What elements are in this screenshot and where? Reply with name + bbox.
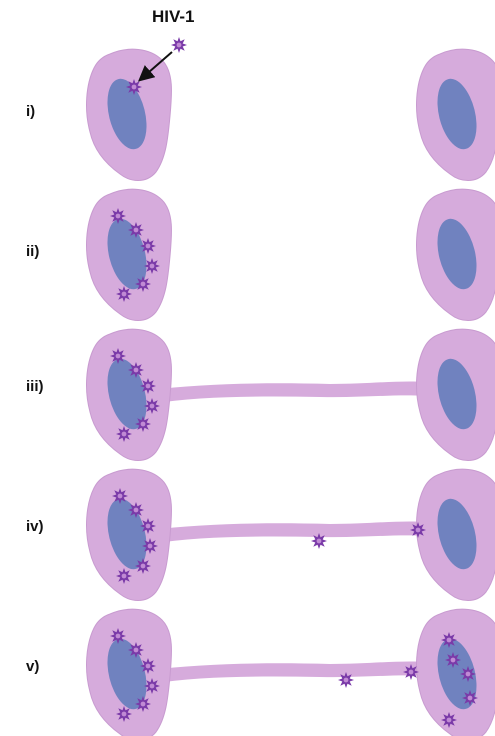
virus-particle xyxy=(140,658,156,674)
virus-particle xyxy=(128,502,144,518)
virus-particle xyxy=(140,238,156,254)
virus-particle xyxy=(116,568,132,584)
stage-label-iii: iii) xyxy=(26,379,44,394)
virus-particle xyxy=(144,398,160,414)
virus-particle xyxy=(140,378,156,394)
stage-label-i: i) xyxy=(26,104,35,119)
virus-particle xyxy=(128,222,144,238)
virus-particle xyxy=(171,37,187,53)
virus-particle xyxy=(311,533,327,549)
stage-row-2 xyxy=(87,189,495,320)
virus-particle xyxy=(338,672,354,688)
virus-particle xyxy=(140,518,156,534)
virus-particle xyxy=(142,538,158,554)
virus-particle xyxy=(460,666,476,682)
virus-particle xyxy=(441,712,457,728)
virus-particle xyxy=(135,558,151,574)
virus-particle xyxy=(135,416,151,432)
virus-particle xyxy=(116,706,132,722)
virus-particle xyxy=(144,258,160,274)
stage-row-4 xyxy=(87,469,495,600)
virus-particle xyxy=(445,652,461,668)
virus-particle xyxy=(116,286,132,302)
virus-particle xyxy=(128,362,144,378)
stage-row-5 xyxy=(87,609,495,736)
stage-row-1 xyxy=(87,49,495,180)
virus-particle xyxy=(410,522,426,538)
stage-label-iv: iv) xyxy=(26,519,44,534)
virus-particle xyxy=(126,79,142,95)
tunneling-nanotube xyxy=(150,661,425,684)
virus-particle xyxy=(144,678,160,694)
virus-particle xyxy=(116,426,132,442)
virus-particle xyxy=(110,628,126,644)
stage-label-ii: ii) xyxy=(26,244,39,259)
virus-particle xyxy=(403,664,419,680)
virus-particle xyxy=(112,488,128,504)
tunneling-nanotube xyxy=(150,521,425,544)
virus-particle xyxy=(462,690,478,706)
tunneling-nanotube xyxy=(150,381,425,404)
virus-particle xyxy=(110,208,126,224)
virus-particle xyxy=(128,642,144,658)
stage-label-v: v) xyxy=(26,659,39,674)
stage-row-3 xyxy=(87,329,495,460)
virus-particle xyxy=(441,632,457,648)
virus-particle xyxy=(135,276,151,292)
virus-particle xyxy=(110,348,126,364)
virus-label: HIV-1 xyxy=(152,8,195,25)
virus-particle xyxy=(135,696,151,712)
